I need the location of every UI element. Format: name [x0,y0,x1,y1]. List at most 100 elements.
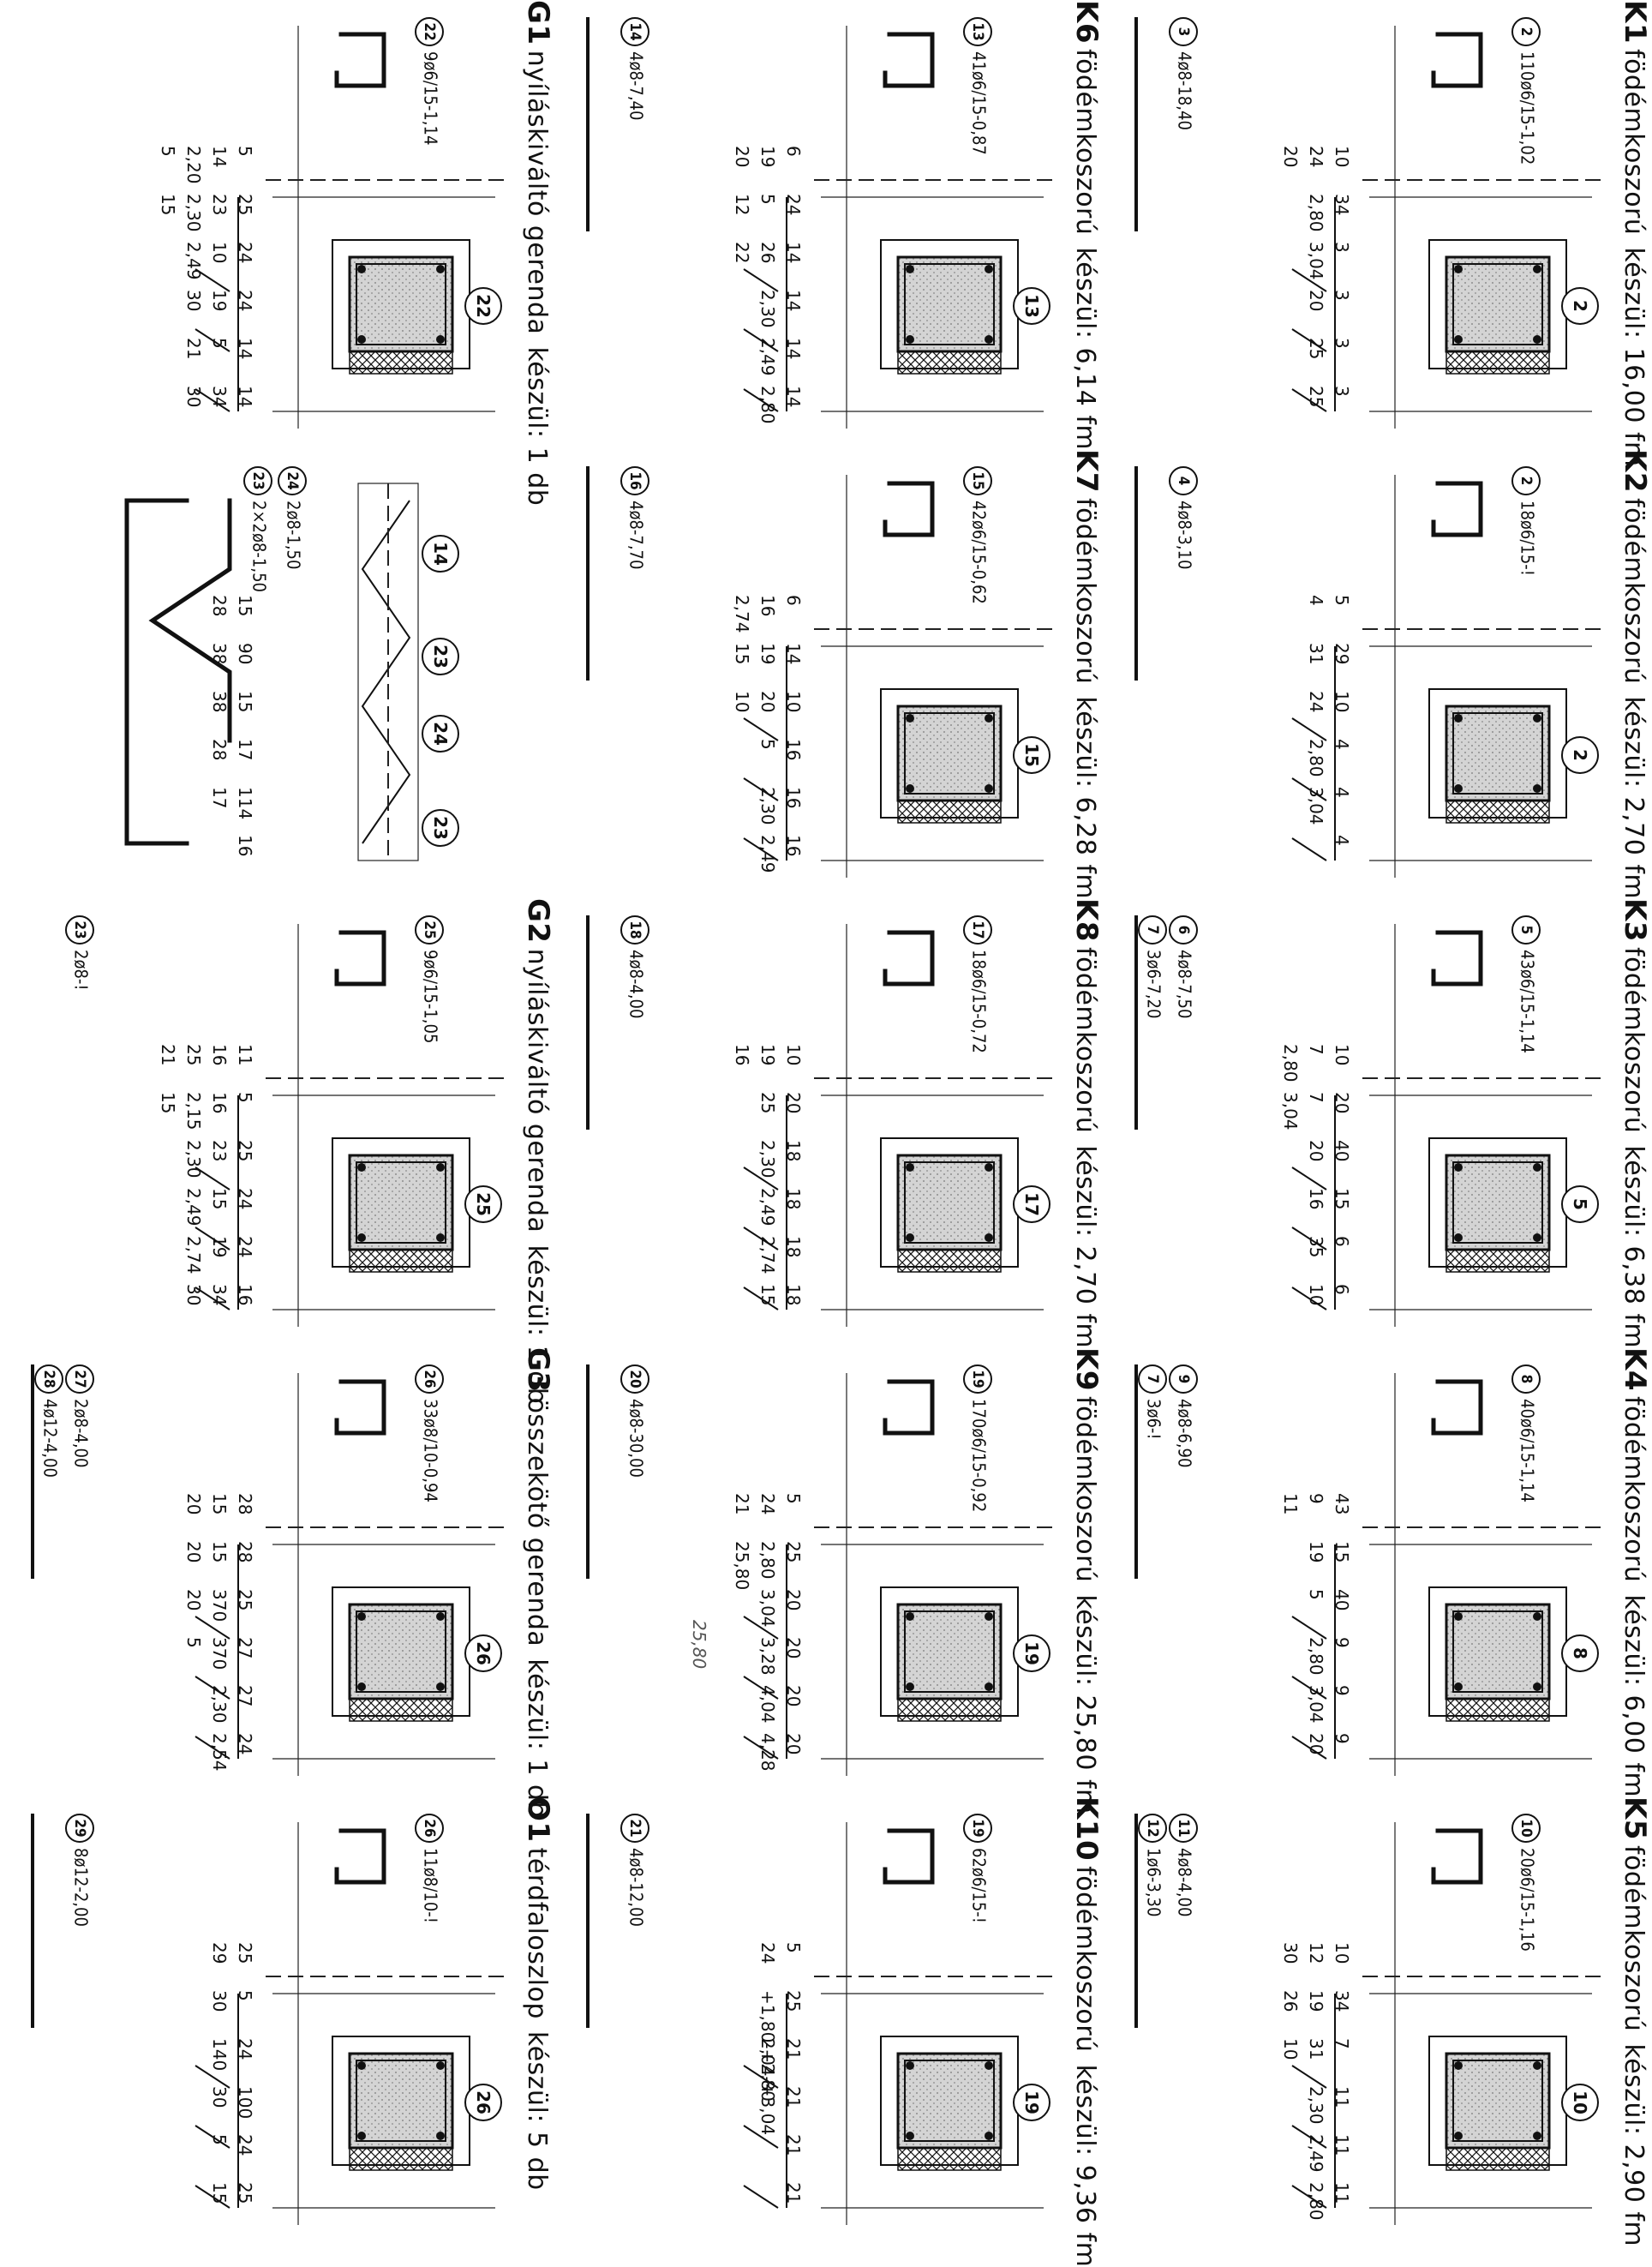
dimension-value: 16 [1306,1188,1326,1210]
dimension-value: 2,15 [183,1092,204,1131]
dimension-value: 3,04 [1306,242,1326,280]
dimension-value: 20 [183,1493,204,1515]
dimension-value: 21 [732,1493,752,1515]
dimension-value: 21 [183,338,204,360]
main-bar-callout: 94ø8-6,90 [1169,1364,1198,1467]
stirrup-mark: 26 [415,1364,444,1394]
main-bar-callout: 144ø8-7,40 [620,17,649,120]
dimension-value: 10 [1280,2038,1301,2060]
main-bar-mark: 27 [65,1364,94,1394]
dimension-value: 25 [235,2182,255,2204]
dimension-value: 14 [783,338,804,360]
dimension-value: 2,30 [757,787,778,825]
stirrup-mark: 17 [963,915,992,945]
dimension-value: 6 [783,146,804,157]
main-bar-callout: 204ø8-30,00 [620,1364,649,1478]
stirrup-callout: 2611ø8/10-! [415,1814,444,1923]
dimension-value: 114 [235,787,255,820]
dimension-value: 16 [783,787,804,809]
dimension-value: 3 [1332,290,1352,301]
main-bar-spec: 4ø8-6,90 [1174,1399,1195,1468]
dimension-value: 10 [1332,146,1352,168]
stirrup-spec: 18ø6/15-! [1517,501,1538,576]
section-drawing [743,1373,1052,1776]
dimension-value: 34 [1332,194,1352,216]
dimension-value: 6 [1332,1236,1352,1247]
main-bar-callout: 298ø12-2,00 [65,1814,94,1927]
dimension-value: 21 [158,1044,178,1066]
stirrup-callout: 1962ø6/15-! [963,1814,992,1923]
dimension-value: 10 [1332,691,1352,713]
section-tag: 8 [1561,1634,1599,1672]
dimension-value: 2,80 [1306,1637,1326,1676]
dimension-value: 34 [1332,1990,1352,2012]
dimension-value: 10 [732,691,752,713]
extra-bar-callout: 284ø12-4,00 [34,1364,63,1478]
dimension-value: 25 [783,1990,804,2012]
dimension-value: 2,04-+3,04 [757,2038,778,2136]
section-tag: 22 [464,287,502,325]
dimension-value: 34 [209,386,230,408]
dimension-value: 15 [158,1092,178,1114]
main-bar-mark: 3 [1169,17,1198,46]
dimension-value: 2,49 [1306,2134,1326,2173]
section-drawing [1291,924,1601,1327]
stirrup-callout: 19170ø6/15-0,92 [963,1364,992,1512]
section-tag: 10 [1561,2084,1599,2121]
dimension-value: 140 [209,2038,230,2072]
dimension-value: 11 [1332,2182,1352,2204]
main-bar-callout: 44ø8-3,10 [1169,466,1198,569]
stirrup-spec: 9ø6/15-1,14 [420,51,441,146]
dimension-value: 3 [1332,242,1352,253]
dimension-value: 25 [235,1589,255,1611]
dimension-value: 40 [1332,1589,1352,1611]
stirrup-callout: 840ø6/15-1,14 [1511,1364,1541,1502]
stirrup-spec: 20ø6/15-1,16 [1517,1848,1538,1952]
dimension-value: 11 [1332,2086,1352,2108]
dimension-value: 20 [783,1589,804,1611]
dimension-value: 30 [183,386,204,408]
section-tag: 13 [1013,287,1050,325]
dimension-value: 370 [209,1589,230,1622]
dimension-value: 35 [1306,1236,1326,1258]
main-bar-spec: 4ø8-7,40 [625,51,647,121]
dimension-value: 18 [783,1140,804,1162]
dimension-value: 2,54 [209,1733,230,1772]
dimension-value: 15 [1332,1188,1352,1210]
dimension-value: 2,49 [183,1188,204,1226]
dimension-value: 5 [235,1092,255,1103]
dimension-value: 2,30 [757,290,778,328]
dimension-value: 28 [209,595,230,617]
dimension-value: 18 [783,1236,804,1258]
section-drawing [1291,26,1601,429]
section-drawing [195,26,504,429]
dimension-value: 24 [235,242,255,264]
extra-bar-spec: 4ø12-4,00 [39,1399,61,1478]
dimension-value: 12 [732,194,752,216]
dimension-value: 2,49 [183,242,204,280]
main-bar-spec: 8ø12-2,00 [70,1848,92,1927]
main-bar-spec: 4ø8-3,10 [1174,501,1195,570]
dimension-value: 28 [209,739,230,761]
extra-bar-callout: 232×2ø8-1,50 [243,466,272,592]
extra-bar-spec: 3ø6-7,20 [1143,950,1164,1019]
dimension-value: 6 [783,595,804,606]
dimension-value: 21 [783,2134,804,2156]
stirrup-mark: 8 [1511,1364,1541,1394]
dimension-value: 3,28 [757,1637,778,1676]
dimension-value: 24 [757,1942,778,1964]
section-tag: 19 [1013,1634,1050,1672]
dimension-value: 17 [235,739,255,761]
dimension-value: 2,80 [1306,2182,1326,2221]
stirrup-spec: 33ø8/10-0,94 [420,1399,441,1502]
dimension-value: 20 [783,1685,804,1707]
main-bar-mark: 16 [620,466,649,495]
main-bar-line [586,1364,590,1579]
dimension-value: 20 [1280,146,1301,168]
section-drawing [195,924,504,1327]
dimension-value: 10 [783,691,804,713]
stirrup-callout: 259ø6/15-1,05 [415,915,444,1043]
